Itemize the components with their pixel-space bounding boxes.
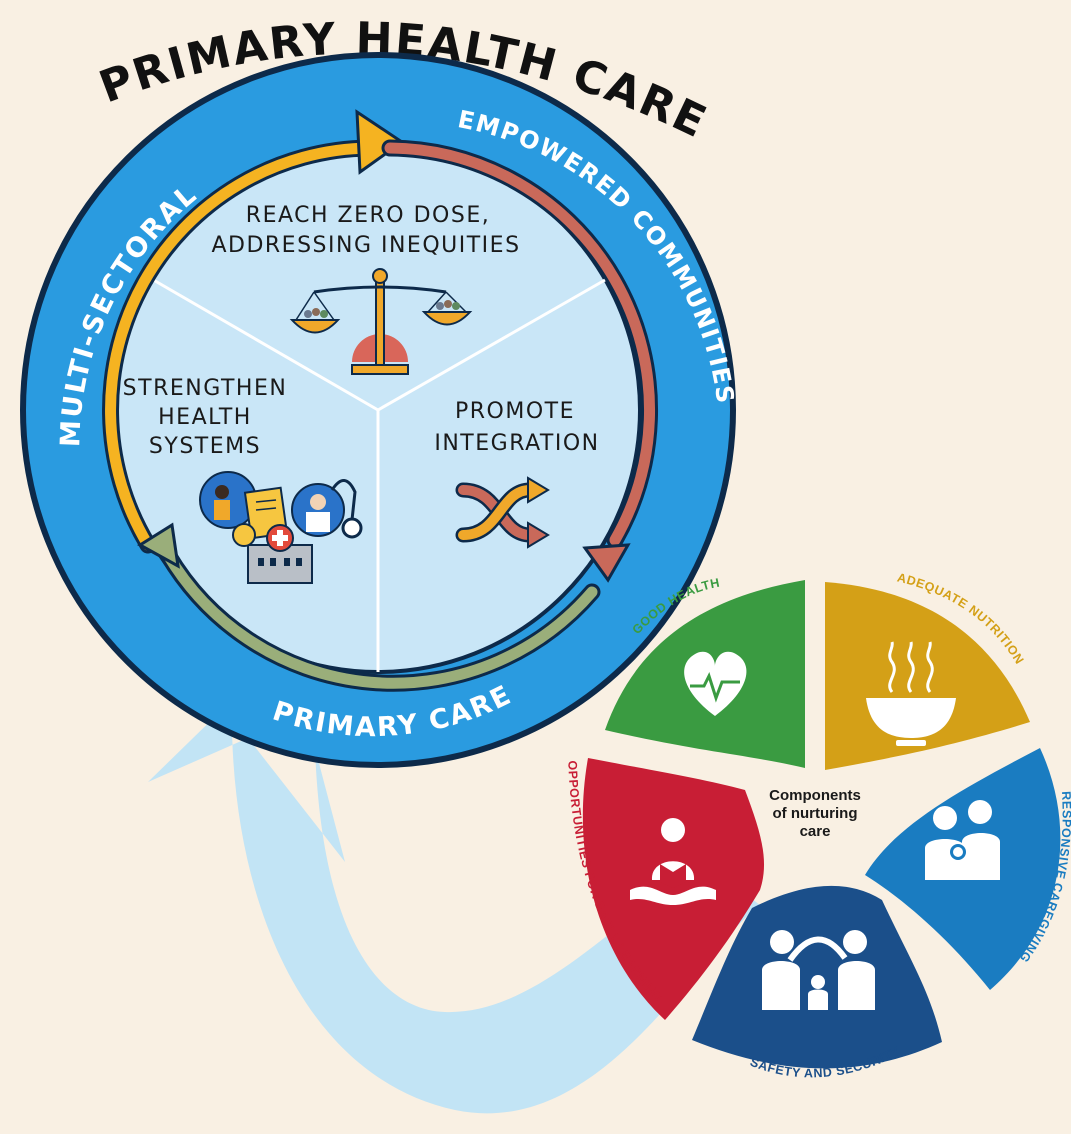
shuffle-arrows-icon xyxy=(455,476,550,549)
parent-child-icon xyxy=(925,800,1000,880)
primary-health-care-diagram: PRIMARY HEALTH CARE MULTI-SECTORAL xyxy=(20,13,738,768)
scales-of-justice-icon xyxy=(289,268,473,375)
segment-left-line3: SYSTEMS xyxy=(149,434,261,459)
segment-dividers xyxy=(149,276,606,672)
nc-center-line1: Components xyxy=(769,787,861,804)
segment-right-line1: PROMOTE xyxy=(455,399,575,424)
segment-left-line1: STRENGTHEN xyxy=(123,376,288,401)
nc-center-line2: of nurturing xyxy=(773,805,858,822)
component-adequate-nutrition xyxy=(825,582,1030,770)
component-responsive-caregiving xyxy=(865,748,1061,990)
soup-bowl-icon xyxy=(866,641,956,746)
component-safety-security xyxy=(692,885,942,1069)
connector-arrow xyxy=(148,700,760,1114)
heart-pulse-icon xyxy=(684,651,747,716)
component-early-learning xyxy=(582,758,765,1020)
early-learning-petal xyxy=(582,758,765,1020)
segment-top-line2: ADDRESSING INEQUITIES xyxy=(211,233,520,258)
component-good-health xyxy=(605,580,805,768)
segment-right-line2: INTEGRATION xyxy=(434,431,599,456)
nc-center-line3: care xyxy=(800,823,831,840)
segment-promote-integration: PROMOTE INTEGRATION xyxy=(434,399,599,549)
child-reading-icon xyxy=(630,818,716,905)
family-shelter-icon xyxy=(762,930,875,1010)
yellow-arrow-head-icon xyxy=(355,109,405,175)
health-system-collage-icon xyxy=(199,471,363,584)
red-arrow-head-icon xyxy=(582,543,631,583)
segment-left-line2: HEALTH xyxy=(158,405,252,430)
adequate-nutrition-petal xyxy=(825,582,1030,770)
segment-strengthen-health-systems: STRENGTHEN HEALTH SYSTEMS xyxy=(123,376,363,584)
segment-top-line1: REACH ZERO DOSE, xyxy=(246,203,490,228)
segment-reach-zero-dose: REACH ZERO DOSE, ADDRESSING INEQUITIES xyxy=(211,203,520,375)
green-arrow-head-icon xyxy=(137,522,180,569)
cycle-arrows xyxy=(102,109,659,692)
